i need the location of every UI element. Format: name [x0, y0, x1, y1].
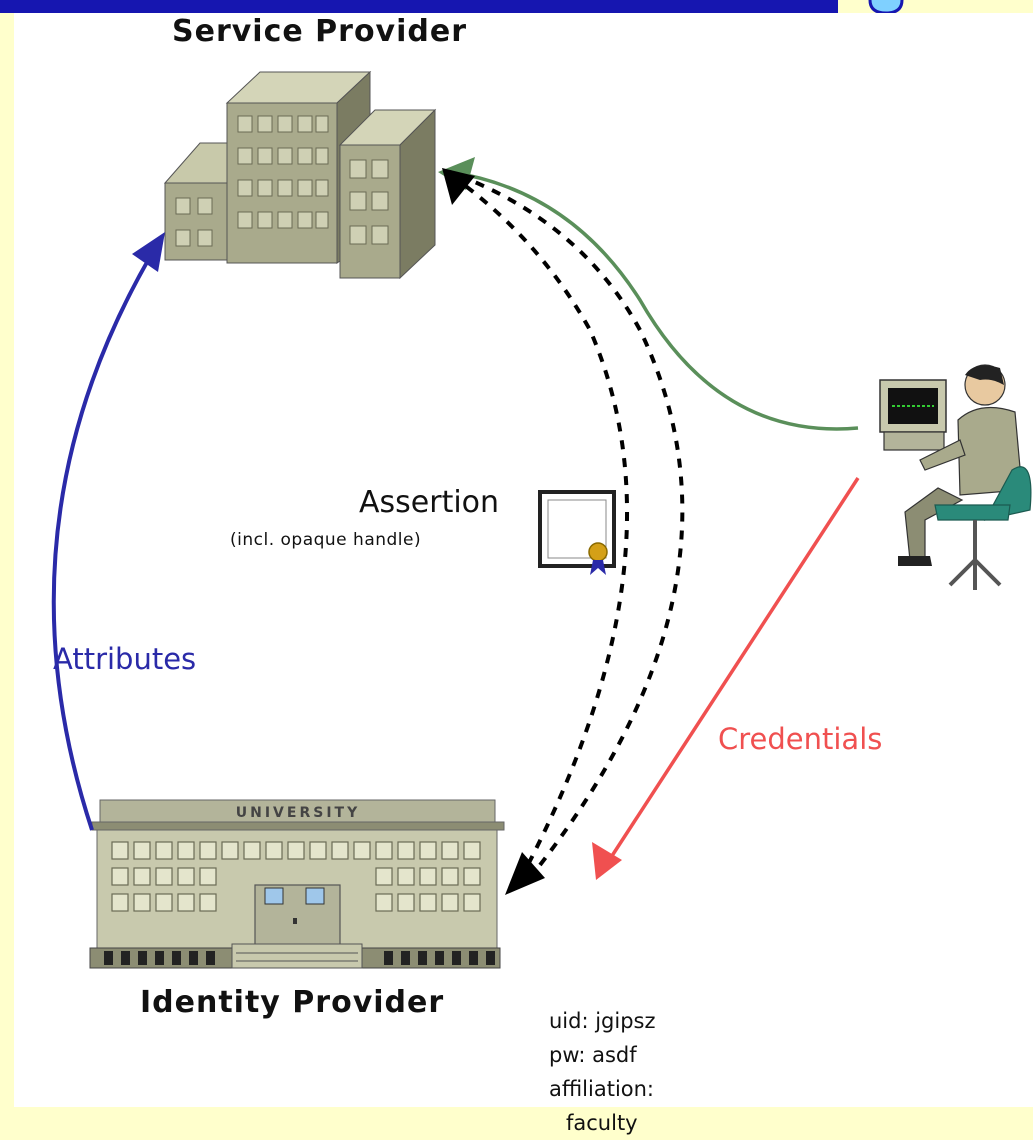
assertion-sublabel: (incl. opaque handle)	[230, 530, 422, 550]
credentials-label: Credentials	[718, 722, 883, 756]
assertion-document-icon	[538, 490, 616, 575]
attributes-label: Attributes	[53, 642, 197, 676]
user-to-sp-arrow	[449, 170, 859, 431]
assertion-label: Assertion	[359, 485, 500, 520]
credentials-arrow	[606, 477, 860, 863]
assertion-arrow-outer	[449, 170, 685, 867]
service-provider-title: Service Provider	[172, 14, 468, 49]
diagram-svg: UNIVERSITY	[51, 70, 1032, 969]
user-at-computer-icon	[879, 364, 1032, 590]
credentials-list: uid: jgipsz pw: asdf affiliation: facult…	[549, 1004, 656, 1140]
identity-provider-building-icon	[89, 799, 505, 969]
service-provider-building-icon	[163, 70, 437, 280]
university-sign: UNIVERSITY	[236, 805, 360, 821]
credential-affiliation-value: faculty	[566, 1111, 638, 1135]
header-bar	[0, 0, 838, 13]
identity-provider-title: Identity Provider	[140, 985, 445, 1020]
credential-affiliation: affiliation:	[549, 1077, 655, 1101]
credential-uid: uid: jgipsz	[549, 1009, 656, 1033]
credential-pw: pw: asdf	[549, 1043, 637, 1067]
attributes-arrow	[51, 238, 162, 831]
assertion-arrow-inner	[453, 176, 630, 881]
